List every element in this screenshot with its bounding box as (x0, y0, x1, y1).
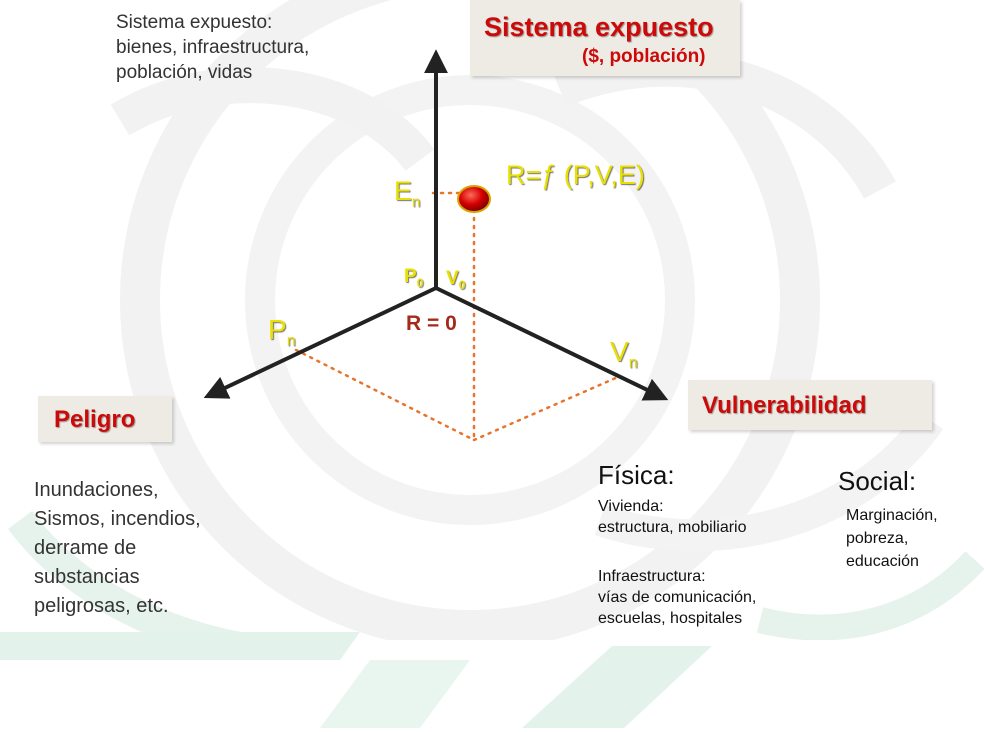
social-line-1: Marginación, (846, 507, 938, 524)
risk-function-label: R=ƒ (P,V,E) (506, 160, 645, 190)
hazard-box: Peligro (38, 396, 172, 442)
social-heading: Social: (838, 466, 917, 496)
label-e-n: En (394, 176, 421, 211)
exposed-line-3: población, vidas (116, 62, 253, 83)
physical-heading: Física: (598, 460, 675, 490)
axes (203, 49, 669, 401)
housing-title: Vivienda: (598, 498, 664, 515)
hazard-example-5: peligrosas, etc. (34, 595, 169, 617)
risk-point (457, 185, 491, 213)
label-v0: V0 (446, 268, 466, 292)
hazard-axis (203, 286, 437, 399)
infra-line-2: escuelas, hospitales (598, 610, 743, 627)
social-line-3: educación (846, 553, 919, 570)
risk-origin-label: R = 0 (406, 312, 457, 335)
hazard-example-2: Sismos, incendios, (34, 508, 201, 530)
exposure-subtitle: ($, población) (582, 46, 706, 67)
exposure-box: Sistema expuesto ($, población) (470, 0, 740, 76)
dotted-guides (294, 191, 620, 442)
vulnerability-axis (435, 286, 669, 401)
hazard-example-4: substancias (34, 566, 140, 588)
social-line-2: pobreza, (846, 530, 909, 547)
label-p0: P0 (404, 266, 424, 290)
hazard-example-3: derrame de (34, 537, 137, 559)
exposed-line-1: Sistema expuesto: (116, 12, 273, 33)
exposed-system-description: Sistema expuesto: bienes, infraestructur… (116, 10, 309, 85)
social-factors: Marginación, pobreza, educación (846, 504, 938, 573)
exposure-title: Sistema expuesto (484, 12, 714, 42)
vulnerability-title: Vulnerabilidad (702, 392, 867, 419)
hazard-title: Peligro (54, 406, 136, 433)
housing-text: estructura, mobiliario (598, 519, 747, 536)
infra-line-1: vías de comunicación, (598, 589, 757, 606)
physical-housing: Vivienda: estructura, mobiliario (598, 496, 747, 538)
label-p-n: Pn (268, 314, 296, 350)
label-v-n: Vn (610, 336, 638, 372)
vulnerability-box: Vulnerabilidad (688, 380, 932, 430)
infra-title: Infraestructura: (598, 568, 706, 585)
hazard-examples: Inundaciones, Sismos, incendios, derrame… (34, 476, 201, 621)
exposed-line-2: bienes, infraestructura, (116, 37, 310, 58)
physical-infrastructure: Infraestructura: vías de comunicación, e… (598, 566, 756, 629)
hazard-example-1: Inundaciones, (34, 479, 159, 501)
